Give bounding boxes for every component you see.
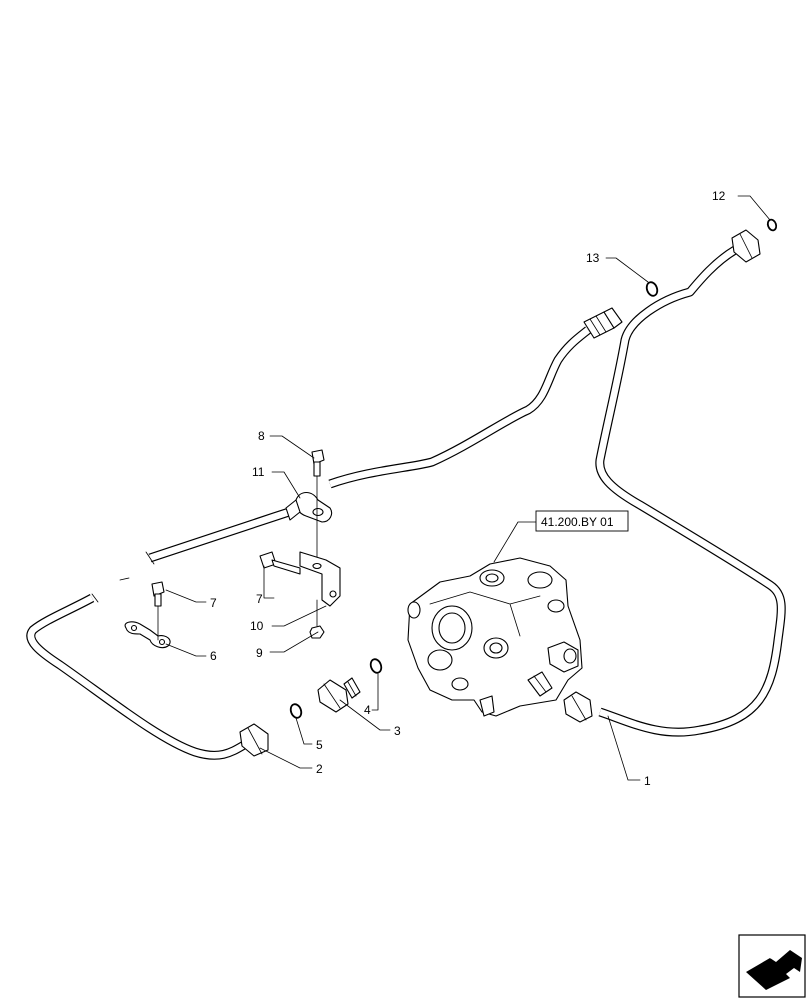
upper-pipe — [26, 326, 591, 760]
right-pipe — [595, 246, 786, 737]
right-pipe-nut — [563, 691, 593, 723]
plate — [124, 621, 171, 649]
callout-8: 8 — [258, 429, 265, 443]
bracket — [299, 551, 341, 627]
leader-lines — [165, 195, 771, 781]
callout-11: 11 — [252, 465, 265, 479]
callout-3: 3 — [394, 724, 401, 738]
oring-5 — [289, 703, 303, 719]
callout-12: 12 — [712, 189, 726, 203]
reference-link[interactable]: 41.200.BY 01 — [535, 510, 629, 532]
callout-1: 1 — [644, 774, 651, 788]
bolt-top — [311, 449, 325, 561]
oring-13 — [645, 281, 659, 297]
callout-13: 13 — [586, 251, 600, 265]
callout-6: 6 — [210, 649, 217, 663]
top-right-nut — [731, 229, 761, 263]
callout-7-plate: 7 — [210, 596, 217, 610]
adapter-fitting — [317, 677, 361, 713]
upper-pipe-fitting — [583, 307, 623, 339]
callout-5: 5 — [316, 738, 323, 752]
clamp — [285, 491, 333, 523]
oring-4 — [369, 658, 383, 674]
bracket-nut — [309, 625, 325, 639]
callout-7-bracket: 7 — [256, 592, 263, 606]
oring-12 — [766, 218, 778, 232]
callout-4: 4 — [364, 703, 371, 717]
left-pipe-nut — [239, 723, 269, 757]
callout-9: 9 — [256, 646, 263, 660]
next-page-arrow-icon[interactable] — [738, 934, 806, 998]
reference-label: 41.200.BY 01 — [541, 515, 614, 529]
plate-bolt — [151, 581, 165, 641]
pipe-break-mark — [91, 551, 155, 603]
bracket-bolt — [259, 551, 301, 575]
callout-10: 10 — [250, 619, 264, 633]
valve-body — [407, 557, 583, 717]
callout-2: 2 — [316, 762, 323, 776]
